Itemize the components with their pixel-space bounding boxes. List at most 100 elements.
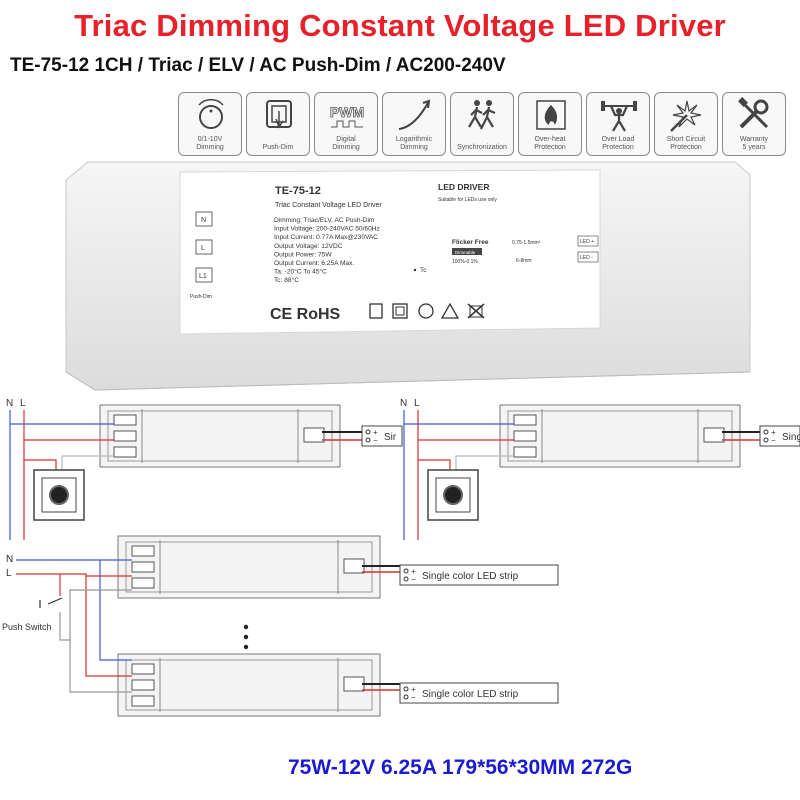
strip-pad [403,576,409,582]
double-insulation-icon [392,303,408,319]
terminal-l1: L1 [199,273,207,280]
feature-label: Short Circuit Protection [666,136,706,151]
led-strip-box [361,425,403,447]
output-terminal [303,427,325,443]
strip-plus: + [771,428,776,437]
feature-digital-dimming: PWM Digital Dimming [314,92,378,156]
strip-plus: + [373,428,378,437]
strip-pad [403,568,409,574]
feature-push-dim: Push-Dim [246,92,310,156]
feature-label: Over-heat Protection [534,136,566,151]
feature-sync: Synchronization [450,92,514,156]
driver-outline [117,535,381,599]
push-switch-label: Push Switch [2,622,52,632]
input-terminal [513,414,537,426]
sync-people-icon [468,100,496,130]
input-terminal [513,446,537,458]
label-spec-line: Output Voltage: 12VDC [274,243,343,250]
label-flicker-free: Flicker Free [452,239,489,246]
page-title: Triac Dimming Constant Voltage LED Drive… [74,8,726,43]
label-spec-line: Input Current: 0.77A Max@230VAC [274,234,378,241]
feature-label: 0/1-10V Dimming [196,136,224,151]
knob-icon [198,98,224,129]
continuation-dot [243,644,249,650]
label-spec-line: Input Voltage: 200-240VAC 50/60Hz [274,226,380,233]
label-tc: Tc [420,267,427,274]
strip-minus: − [373,436,378,445]
feature-label: Warranty 5 years [739,136,769,151]
label-l: L [414,398,420,409]
label-spec-line: Tc: 88°C [274,276,299,284]
label-dimmable: Dimmable [455,250,476,255]
dimmer-knob-icon [443,485,463,505]
output-terminal [343,676,365,692]
feature-icon-row: 0/1-10V Dimming Push-Dim PWM Digital Dim… [178,92,786,156]
label-range: 100%-0.1% [452,259,478,265]
terminal-l: L [201,245,205,252]
weightlifter-icon [601,101,637,132]
input-terminal [131,545,155,557]
label-strip-length: 6-8mm [516,258,532,264]
flame-icon [536,100,566,130]
feature-label: Digital Dimming [332,136,360,151]
dimmer-knob-icon [49,485,69,505]
label-wire-gauge: 0.75-1.5mm² [512,240,541,246]
led-strip-box [399,682,559,704]
label-spec-line: Dimming: Triac/ELV, AC Push-Dim [274,217,375,224]
log-curve-icon [398,99,431,130]
driver-case [65,161,751,391]
wire-dimmer-in [24,459,57,470]
strip-pad [365,437,371,443]
wire-dimmer-in [418,459,451,470]
strip-minus: − [771,436,776,445]
feature-overload: Over Load Protection [586,92,650,156]
label-spec-line: Ta: -20°C To 45°C [274,268,327,276]
feature-log-dimming: Logarithmic Dimming [382,92,446,156]
driver-inner [107,410,333,462]
led-strip-box [759,425,800,447]
label-suitable: Suitable for LEDs use only [438,197,497,203]
continuation-dot [243,624,249,630]
continuation-dot [243,634,249,640]
pwm-icon: PWM [329,104,365,128]
feature-label: Synchronization [457,144,507,151]
strip-plus: + [411,685,416,694]
input-terminal [513,430,537,442]
push-switch-contact [47,597,63,605]
label-spec-line: Output Current: 6.25A Max. [274,260,354,267]
label-l: L [20,398,26,409]
cert-marks: CE RoHS [270,306,341,323]
driver-outline [499,404,741,468]
output-terminal [703,427,725,443]
indoor-use-icon [440,302,460,319]
feature-label: Over Load Protection [601,136,635,151]
push-button-icon [266,100,292,129]
feature-warranty: Warranty 5 years [722,92,786,156]
driver-outline [99,404,341,468]
strip-label: Sing [782,432,800,443]
strip-pad [763,437,769,443]
strip-label: Sir [384,432,397,443]
wire-dimmed [61,455,114,470]
driver-label: TE-75-12 Triac Constant Voltage LED Driv… [190,182,599,323]
output-terminal [343,558,365,574]
strip-pad [403,686,409,692]
label-n: N [6,398,13,409]
strip-minus: − [411,693,416,702]
label-led-plus: LED + [580,239,594,245]
feature-dimming: 0/1-10V Dimming [178,92,242,156]
transformer-icon [418,303,434,319]
wire-neutral [16,559,132,661]
class-ii-icon [369,303,383,319]
strip-pad [365,429,371,435]
wire-push [69,640,132,693]
spec-footer: 75W-12V 6.25A 179*56*30MM 272G [288,756,633,779]
label-led-driver: LED DRIVER [438,182,489,192]
strip-label: Single color LED strip [422,571,519,582]
input-terminal [113,446,137,458]
input-terminal [113,430,137,442]
strip-plus: + [411,567,416,576]
strip-pad [403,694,409,700]
